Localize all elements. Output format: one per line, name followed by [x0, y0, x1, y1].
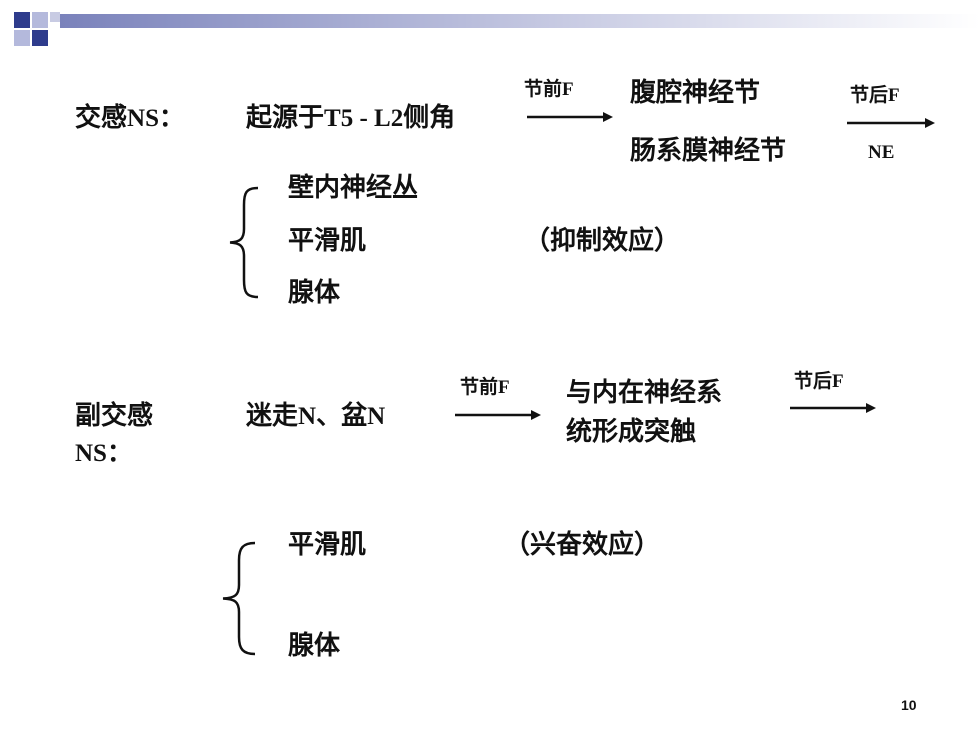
sympathetic-preganglionic-label: 节前F [524, 78, 574, 100]
parasympathetic-origin: 迷走N、盆N [246, 401, 386, 431]
sympathetic-target-intramural-plexus: 壁内神经丛 [288, 173, 419, 203]
synapse-text-line1: 与内在神经系 [566, 378, 723, 408]
parasympathetic-target-gland: 腺体 [288, 631, 341, 661]
parasympathetic-label: 副交感 [75, 401, 154, 431]
sympathetic-postganglionic-label: 节后F [850, 84, 900, 106]
parasympathetic-effect: （兴奋效应） [504, 530, 661, 560]
sympathetic-pre-arrow-icon [527, 112, 613, 122]
norepinephrine-label: NE [868, 142, 895, 163]
slide-header-decoration [14, 12, 980, 46]
sympathetic-post-arrow-icon [847, 118, 935, 128]
mesenteric-ganglion: 肠系膜神经节 [630, 136, 787, 166]
sympathetic-target-smooth-muscle: 平滑肌 [288, 226, 367, 256]
celiac-ganglion: 腹腔神经节 [630, 78, 761, 108]
sympathetic-label: 交感NS： [75, 103, 184, 133]
sympathetic-origin: 起源于T5 - L2侧角 [246, 103, 456, 133]
sympathetic-effect: （抑制效应） [524, 226, 681, 256]
parasympathetic-target-smooth-muscle: 平滑肌 [288, 530, 367, 560]
parasympathetic-preganglionic-label: 节前F [460, 376, 510, 398]
parasympathetic-brace-icon [222, 541, 256, 656]
sympathetic-target-gland: 腺体 [288, 278, 341, 308]
synapse-text-line2: 统形成突触 [566, 417, 697, 447]
page-number: 10 [901, 697, 917, 713]
parasympathetic-post-arrow-icon [790, 403, 876, 413]
parasympathetic-postganglionic-label: 节后F [794, 370, 844, 392]
sympathetic-brace-icon [229, 186, 259, 299]
parasympathetic-pre-arrow-icon [455, 410, 541, 420]
parasympathetic-ns-label: NS： [75, 440, 132, 467]
